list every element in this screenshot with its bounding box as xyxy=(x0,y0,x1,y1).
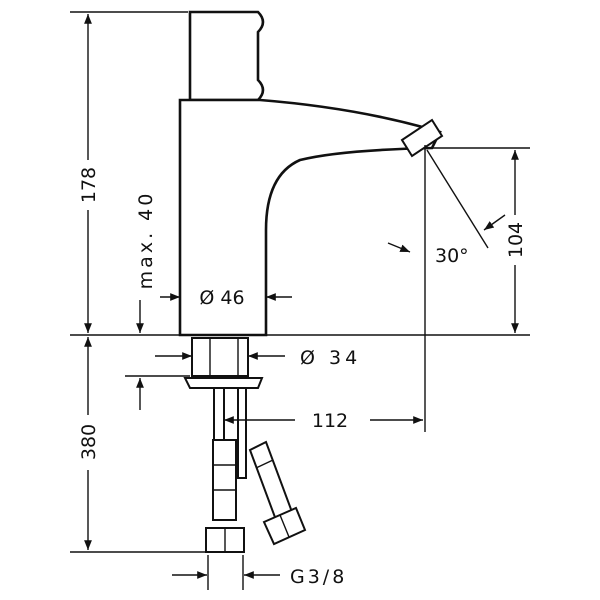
hose-left xyxy=(212,439,237,521)
dim-diameter-46: Ø 46 xyxy=(199,287,244,309)
handle xyxy=(188,10,265,102)
dim-max-40: max. 40 xyxy=(135,191,157,290)
dim-178: 178 xyxy=(78,167,100,203)
hose-right xyxy=(248,440,294,522)
dim-112: 112 xyxy=(312,410,348,432)
dim-diameter-34: Ø 34 xyxy=(300,347,361,369)
dim-104: 104 xyxy=(505,222,527,258)
dim-angle-30: 30° xyxy=(435,245,469,267)
faucet-outline xyxy=(178,10,444,337)
mounting-parts xyxy=(183,337,307,553)
spout-body xyxy=(178,98,442,337)
aerator xyxy=(400,118,444,158)
dim-380: 380 xyxy=(78,424,100,460)
dim-g-3-8: G3/8 xyxy=(290,566,347,588)
